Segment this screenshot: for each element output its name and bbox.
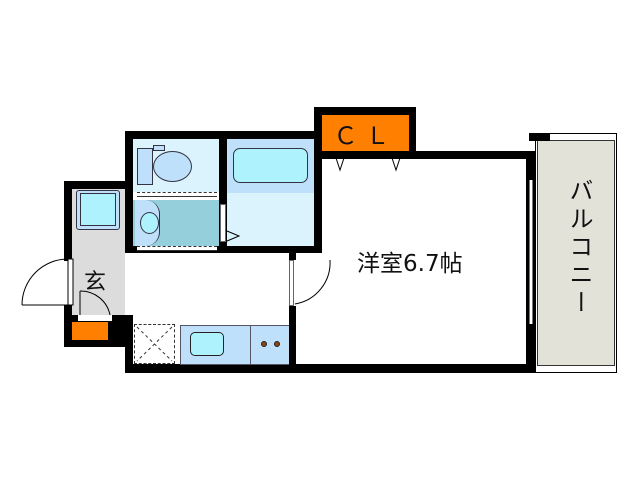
- wall-top-main: [314, 151, 532, 159]
- stove-burner-1: [261, 341, 267, 347]
- wall-wet-mid: [219, 131, 227, 253]
- washbasin-bowl: [140, 212, 159, 234]
- wall-wet-right: [314, 131, 322, 253]
- toilet-bowl: [153, 151, 192, 182]
- shoe-box: [72, 322, 108, 340]
- bathroom-door[interactable]: [220, 204, 226, 242]
- room-door-frame: [289, 260, 294, 306]
- closet-fill: ＣＬ: [322, 115, 409, 151]
- balcony-label: バルコニー: [565, 178, 593, 318]
- bathroom-door-marker: [226, 230, 241, 242]
- toilet-tank: [137, 148, 153, 185]
- western-room-label: 洋室6.7帖: [357, 251, 463, 277]
- wall-room-left-lower: [289, 306, 296, 373]
- closet-door-markers: [335, 157, 401, 172]
- stove-burner-2: [274, 341, 280, 347]
- refrigerator-x: [136, 326, 173, 362]
- balcony-wall-top: [529, 133, 550, 141]
- entrance-label: 玄: [84, 270, 107, 295]
- wall-entrance-top: [64, 181, 133, 189]
- washroom-door[interactable]: [137, 246, 217, 251]
- bathtub: [233, 148, 308, 183]
- toilet-door[interactable]: [137, 192, 217, 197]
- entrance-inner-door[interactable]: [77, 290, 117, 322]
- closet-label: ＣＬ: [333, 121, 398, 150]
- wall-kitchen-left: [125, 315, 133, 373]
- balcony-floor: [537, 140, 615, 366]
- front-door[interactable]: [18, 258, 74, 308]
- kitchen-sink: [190, 332, 224, 356]
- wall-wet-left: [125, 131, 133, 253]
- washing-machine-inner: [80, 193, 116, 226]
- room-door[interactable]: [294, 258, 338, 308]
- wall-bottom: [125, 364, 532, 373]
- wall-room-left-upper: [289, 246, 296, 260]
- toilet-lid: [153, 145, 165, 151]
- balcony-window[interactable]: [529, 180, 533, 324]
- stove-divider: [250, 325, 251, 365]
- wall-entrance-left: [64, 181, 72, 261]
- wall-wet-bottom: [125, 246, 322, 253]
